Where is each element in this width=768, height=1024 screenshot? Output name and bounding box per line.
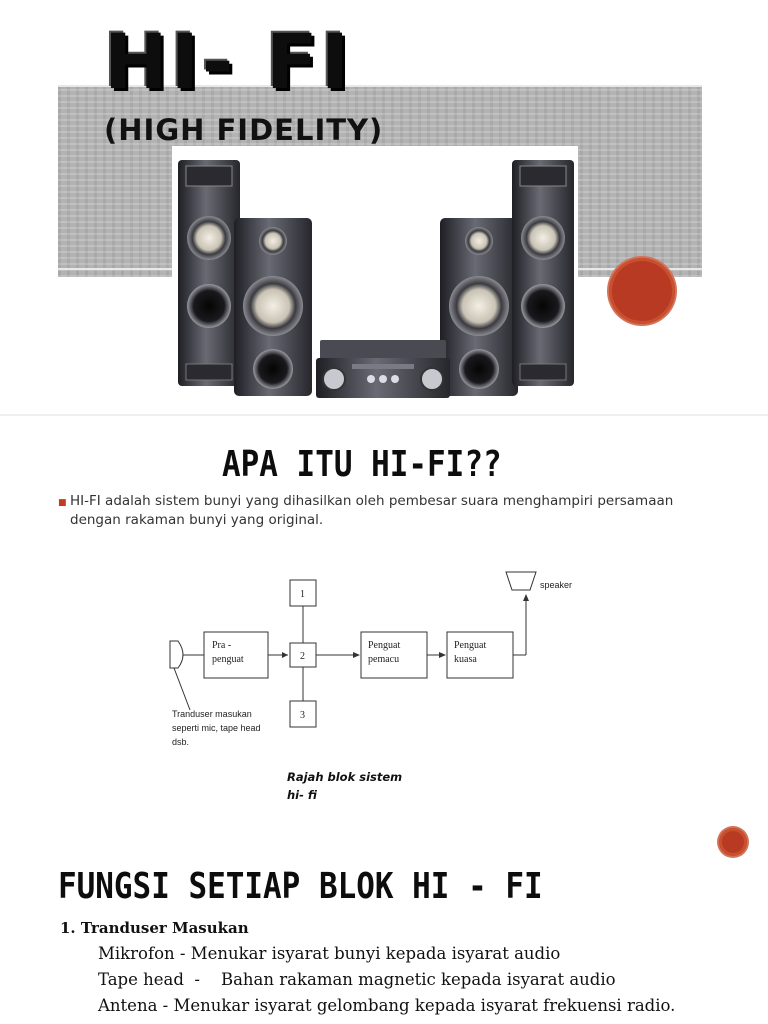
block-1-label: 1 [300, 589, 305, 600]
block-kuasa-label-2: kuasa [454, 654, 477, 665]
block-pemacu-label-1: Penguat [368, 640, 400, 651]
block-3-label: 3 [300, 710, 305, 721]
slide-separator [0, 414, 768, 416]
input-note-line-3: dsb. [172, 737, 189, 747]
block-pra-label-2: penguat [212, 654, 244, 665]
band-top-line [58, 85, 702, 87]
block-pra-label-1: Pra - [212, 640, 231, 651]
input-note-line-2: seperti mic, tape head [172, 723, 261, 733]
slide-title: HI- FI (HIGH FIDELITY) [0, 0, 768, 414]
definition-text: HI-FI adalah sistem bunyi yang dihasilka… [70, 493, 674, 528]
caption-line-1: Rajah blok sistem [287, 770, 403, 784]
slide-subtitle-text: (HIGH FIDELITY) [104, 113, 384, 147]
section-heading-apa-itu: APA ITU HI-FI?? [222, 444, 502, 485]
list-heading-tranduser: 1. Tranduser Masukan [60, 919, 249, 937]
diagram-caption: Rajah blok sistem hi- fi [287, 768, 402, 804]
bullet-icon: ■ [58, 498, 67, 508]
block-pemacu-label-2: pemacu [368, 654, 399, 665]
slide-title-text: HI- FI [104, 17, 353, 106]
definition-bullet: ■ HI-FI adalah sistem bunyi yang dihasil… [58, 492, 698, 530]
list-line-mikrofon: Mikrofon - Menukar isyarat bunyi kepada … [98, 944, 561, 963]
list-line-tape-head: Tape head - Bahan rakaman magnetic kepad… [98, 970, 616, 989]
list-line-antena: Antena - Menukar isyarat gelombang kepad… [98, 996, 676, 1015]
decorative-red-circle-icon [719, 828, 747, 856]
caption-line-2: hi- fi [287, 788, 317, 802]
decorative-red-circle-icon [609, 258, 675, 324]
block-kuasa-label-1: Penguat [454, 640, 486, 651]
block-2-label: 2 [300, 651, 305, 662]
hifi-block-diagram: Pra - penguat 1 2 3 Penguat pemacu Pengu… [160, 568, 580, 758]
section-heading-fungsi: FUNGSI SETIAP BLOK HI - FI [58, 866, 543, 907]
speaker-label: speaker [540, 580, 572, 590]
hifi-speaker-system-image [172, 146, 578, 404]
input-note-line-1: Tranduser masukan [172, 709, 252, 719]
